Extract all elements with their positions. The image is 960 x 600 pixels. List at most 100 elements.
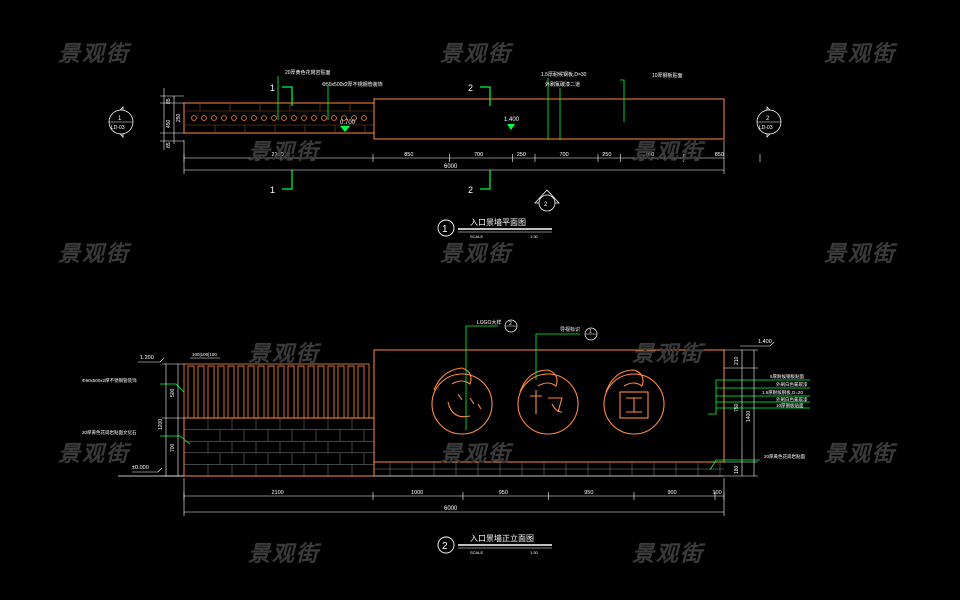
plan-brick-pattern — [184, 103, 374, 133]
slat — [337, 365, 345, 419]
slat — [267, 365, 275, 419]
plan-dim-text: 250 — [602, 152, 611, 158]
plan-scale-value: 1:30 — [530, 234, 539, 239]
plan-note-finish: 外刷氟碳漆二道 — [545, 81, 580, 88]
slat — [297, 365, 305, 419]
plan-view: 20厚黄色花岗岩贴面 Φ50x500x2厚不锈钢管装饰 1.5厚耐候钢板,D=3… — [108, 69, 782, 239]
slat — [197, 365, 205, 419]
slat — [287, 365, 295, 419]
pipe-icon — [341, 115, 347, 121]
note-logo: LOGO大样 — [477, 319, 501, 326]
plan-dimension-chain: 2100 850 700 250 700 250 700 850 — [183, 152, 761, 162]
pipe-icon — [191, 115, 197, 121]
plan-dim-text: 250 — [517, 152, 526, 158]
plan-dim-v3: 450 — [166, 119, 172, 128]
section-mark-1-top: 1 — [270, 83, 275, 93]
svg-text:1: 1 — [118, 116, 122, 122]
plan-dim-text: 850 — [404, 152, 413, 158]
pipe-icon — [221, 115, 227, 121]
elevation-view: 2 1 LOGO大样 导视标识 5厚耐候钢板贴面 外刷白色氟碳漆 1.5厚耐候钢… — [82, 319, 810, 555]
slat-row — [187, 365, 365, 419]
elev-dim-r1400: 1400 — [746, 411, 752, 422]
slat — [187, 365, 195, 419]
main-wall-elevation — [373, 349, 725, 463]
level-1400: 1.400 — [758, 339, 772, 345]
pipe-icon — [351, 115, 357, 121]
pipe-icon — [311, 115, 317, 121]
level-triangle-icon — [340, 126, 350, 132]
plan-dim-v4: 85 — [166, 142, 172, 148]
svg-text:LD-03: LD-03 — [111, 125, 125, 131]
plan-dim-v1: 85 — [166, 98, 172, 104]
elev-title-circle-icon — [437, 536, 455, 554]
slat — [247, 365, 255, 419]
plan-scale-label: SCALE — [470, 234, 483, 239]
plan-main-wall — [373, 98, 725, 140]
slat — [327, 365, 335, 419]
plan-dim-text: 700 — [560, 152, 569, 158]
plan-dim-text: 2100 — [272, 152, 284, 158]
elev-scale-label: SCALE — [470, 550, 483, 555]
plan-title-number: 1 — [442, 224, 448, 235]
elev-dim-text: 950 — [499, 490, 508, 496]
pipe-icon — [331, 115, 337, 121]
plan-dim-text: 700 — [474, 152, 483, 158]
elev-dim-v500: 500 — [170, 388, 176, 397]
elev-dim-r210: 210 — [734, 356, 740, 365]
elev-scale-value: 1:30 — [530, 550, 539, 555]
svg-text:2: 2 — [766, 116, 770, 122]
note-facing-a: 5厚耐候钢板贴面 — [770, 373, 805, 380]
emblem-xin-icon — [431, 367, 493, 435]
slat — [277, 365, 285, 419]
pipe-icon — [241, 115, 247, 121]
slat-frame — [183, 363, 370, 419]
plan-dim-v2: 250 — [176, 113, 182, 122]
pipe-icon — [261, 115, 267, 121]
plan-level-low: 0.700 — [340, 120, 356, 126]
pipe-icon — [271, 115, 277, 121]
elev-dim-total: 6000 — [444, 506, 458, 512]
plan-dim-text: 850 — [715, 152, 724, 158]
stone-base — [183, 417, 375, 477]
level-zero: ±0.000 — [132, 465, 149, 471]
elev-title-number: 2 — [442, 541, 448, 552]
footing-pattern — [374, 462, 724, 476]
elev-dim-text: 900 — [668, 490, 677, 496]
note-facing-d: 外刷白色氟碳漆 — [776, 396, 808, 403]
stone-pattern — [184, 418, 374, 476]
plan-dim-text: 700 — [645, 152, 654, 158]
index-symbol-right-icon: 2 LD-03 — [756, 105, 782, 139]
level-triangle-icon — [507, 124, 515, 130]
note-guide: 导视标识 — [560, 326, 580, 333]
pipe-icon — [361, 115, 367, 121]
slat — [357, 365, 365, 419]
plan-pipe-row — [191, 115, 367, 121]
plan-note-steel: 1.5厚耐候钢板,D=30 — [541, 71, 587, 78]
plan-note-facing: 10厚钢板贴面 — [652, 72, 683, 79]
index-symbol-left-icon: 1 LD-03 — [108, 105, 134, 139]
pipe-icon — [281, 115, 287, 121]
elev-dim-r750: 750 — [734, 403, 740, 412]
elev-dim-v700: 700 — [170, 443, 176, 452]
emblem-yuan-icon — [603, 369, 665, 435]
svg-text:LD-03: LD-03 — [759, 125, 773, 131]
slat — [207, 365, 215, 419]
elev-dim-text: 1000 — [411, 490, 423, 496]
pipe-icon — [251, 115, 257, 121]
slat — [227, 365, 235, 419]
slat — [307, 365, 315, 419]
elev-dim-text: 100 — [713, 490, 722, 496]
plan-note-tile: 20厚黄色花岗岩贴面 — [285, 69, 331, 76]
note-facing-c: 1.5厚耐候钢板,D=20 — [762, 389, 803, 396]
slat — [347, 365, 355, 419]
slat — [257, 365, 265, 419]
note-footing: 20厚黄色花岗岩贴面 — [764, 453, 806, 460]
slat — [317, 365, 325, 419]
section-mark-2-top: 2 — [468, 83, 473, 93]
elev-title: 入口景墙正立面图 — [470, 533, 534, 543]
level-1200: 1.200 — [140, 355, 154, 361]
svg-text:2: 2 — [544, 202, 548, 208]
emblem-you-icon — [517, 369, 579, 435]
detail-ref-number: 2 — [509, 321, 512, 327]
